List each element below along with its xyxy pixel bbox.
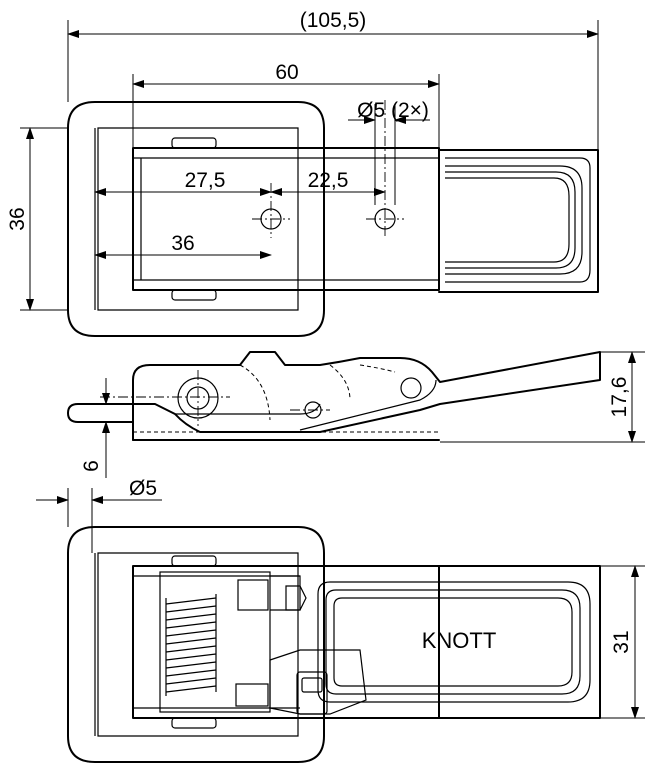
side-view-dimensions: 17,6 6 <box>80 351 645 478</box>
dim-plate-length: 60 <box>275 61 298 84</box>
dim-pin-diameter: Ø5 <box>129 477 157 500</box>
bottom-handle <box>299 565 601 719</box>
side-view <box>67 351 601 441</box>
dim-hole-spacing: 22,5 <box>308 169 349 192</box>
top-latch-body <box>132 147 440 291</box>
top-base-plate <box>67 101 325 337</box>
bottom-base-plate <box>67 526 325 763</box>
dim-side-height: 17,6 <box>608 377 631 418</box>
bottom-view: KNOTT <box>67 526 601 763</box>
dim-hole-diameter: Ø5 (2×) <box>357 99 429 122</box>
bottom-view-dimensions: Ø5 31 <box>36 477 645 719</box>
side-latch-body <box>132 351 601 441</box>
top-handle <box>438 149 599 293</box>
dim-width-31: 31 <box>610 630 633 653</box>
dim-offset-6: 6 <box>80 460 103 472</box>
top-view-dimensions: (105,5) 60 Ø5 (2×) 27,5 22,5 36 36 <box>6 9 599 311</box>
dim-36-horizontal: 36 <box>171 232 194 255</box>
dim-36-vertical: 36 <box>6 207 29 230</box>
top-base-plate-inner <box>97 127 299 311</box>
top-view <box>67 100 599 337</box>
dim-hole-1-position: 27,5 <box>185 169 226 192</box>
brand-label: KNOTT <box>422 628 497 653</box>
bottom-latch-body <box>132 565 440 719</box>
dim-overall-length: (105,5) <box>300 9 367 32</box>
bottom-catch-block <box>296 671 328 715</box>
side-pin <box>67 403 134 423</box>
spring <box>159 571 271 713</box>
